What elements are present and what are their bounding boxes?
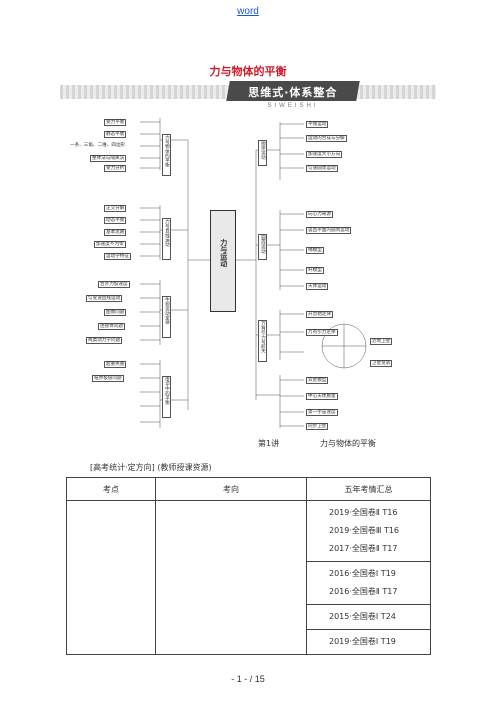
exam-table: 考点 考向 五年考情汇总 2019·全国卷Ⅱ T16 2019·全国卷Ⅲ T16… <box>66 477 431 655</box>
node: 开普勒定律 <box>306 311 333 319</box>
year-entry: 2015·全国卷Ⅰ T24 <box>329 612 396 621</box>
node: 临界极值问题 <box>92 375 124 383</box>
node: 匀速圆周运动 <box>306 165 338 173</box>
mind-map: 力与运动 力与物体的平衡 力与直线运动 牛顿运动定律 电学中的平衡 受力平衡 静… <box>60 110 436 472</box>
year-entry: 2019·全国卷Ⅰ T19 <box>329 637 396 646</box>
node: 受力分析 <box>104 165 127 173</box>
table-header-cell: 考点 <box>66 477 156 501</box>
mind-map-lines <box>140 118 367 428</box>
node: 动态平衡 <box>104 217 127 225</box>
group-label: 圆周运动 <box>258 234 268 260</box>
year-group: 2019·全国卷Ⅱ T16 2019·全国卷Ⅲ T16 2017·全国卷Ⅱ T1… <box>307 501 430 561</box>
table-header-cell: 考向 <box>155 477 307 501</box>
node: 近地卫星 <box>370 338 393 346</box>
node: 加速度大小方向 <box>306 151 343 159</box>
year-entry: 2017·全国卷Ⅱ T17 <box>329 544 398 553</box>
banner-subtitle: SIWEISHI <box>267 103 319 109</box>
group-label: 电学中的平衡 <box>162 376 172 418</box>
node: 万有引力定律 <box>306 329 338 337</box>
node: 基本思路 <box>104 229 127 237</box>
node: 合外力加速度 <box>98 281 130 289</box>
year-group: 2019·全国卷Ⅰ T19 <box>307 629 430 654</box>
header-word-link[interactable]: word <box>237 6 259 17</box>
mindmap-center: 力与运动 <box>210 210 236 312</box>
lecture-number: 第1讲 <box>258 439 280 448</box>
table-header-row: 考点 考向 五年考情汇总 <box>66 477 431 501</box>
node: 运动学特征 <box>104 253 131 261</box>
group-label: 抛体运动 <box>258 140 268 166</box>
node: 双星模型 <box>306 377 329 385</box>
node: 平抛运动 <box>306 121 329 129</box>
mindmap-banner: 思维式·体系整合 SIWEISHI <box>60 81 436 109</box>
node: 绳模型 <box>306 247 324 255</box>
year-entry: 2019·全国卷Ⅲ T16 <box>329 526 400 535</box>
node: 匀变速直线运动 <box>86 295 123 303</box>
node: 连接体问题 <box>98 323 125 331</box>
banner-title: 思维式·体系整合 <box>248 86 338 99</box>
node: 同步卫星 <box>306 423 329 431</box>
node: 静态平衡 <box>104 131 127 139</box>
stat-label: [高考统计·定方向] (教师授课资源) <box>90 463 212 472</box>
table-row: 2019·全国卷Ⅱ T16 2019·全国卷Ⅲ T16 2017·全国卷Ⅱ T1… <box>66 500 431 655</box>
node: 正交分解 <box>104 205 127 213</box>
node: 超重失重 <box>104 361 127 369</box>
node: 杆模型 <box>306 267 324 275</box>
group-label: 力与直线运动 <box>162 218 172 260</box>
node: 加速度不为零 <box>94 241 126 249</box>
node: 两类动力学问题 <box>86 337 123 345</box>
node: 卫星变轨 <box>370 360 393 368</box>
table-header-cell: 五年考情汇总 <box>306 477 431 501</box>
banner-box: 思维式·体系整合 <box>226 81 360 101</box>
node: 图像问题 <box>104 309 127 317</box>
table-cell-years: 2019·全国卷Ⅱ T16 2019·全国卷Ⅲ T16 2017·全国卷Ⅱ T1… <box>306 500 431 655</box>
node: 一条、三角、二维、四边形 <box>70 143 126 148</box>
table-cell <box>66 500 156 655</box>
page-footer: - 1 - / 15 <box>231 674 265 684</box>
lecture-title: 力与物体的平衡 <box>320 439 376 448</box>
table-cell <box>155 500 307 655</box>
node: 运动的合成与分解 <box>306 135 347 143</box>
node: 竖直平面内圆周运动 <box>306 227 352 235</box>
group-label: 万有引力与航天 <box>258 320 268 362</box>
group-label: 牛顿运动定律 <box>162 296 172 338</box>
node: 中心天体质量 <box>306 393 338 401</box>
group-label: 力与物体的平衡 <box>162 134 172 176</box>
node: 天体运动 <box>306 283 329 291</box>
page-title: 力与物体的平衡 <box>209 65 287 78</box>
year-entry: 2019·全国卷Ⅱ T16 <box>329 508 398 517</box>
node: 整体法与隔离法 <box>90 155 127 163</box>
year-entry: 2016·全国卷Ⅰ T19 <box>329 569 396 578</box>
year-group: 2016·全国卷Ⅰ T19 2016·全国卷Ⅱ T17 <box>307 561 430 604</box>
node: 第一宇宙速度 <box>306 409 338 417</box>
year-group: 2015·全国卷Ⅰ T24 <box>307 604 430 629</box>
node: 向心力来源 <box>306 211 333 219</box>
year-entry: 2016·全国卷Ⅱ T17 <box>329 587 398 596</box>
node: 受力平衡 <box>104 119 127 127</box>
